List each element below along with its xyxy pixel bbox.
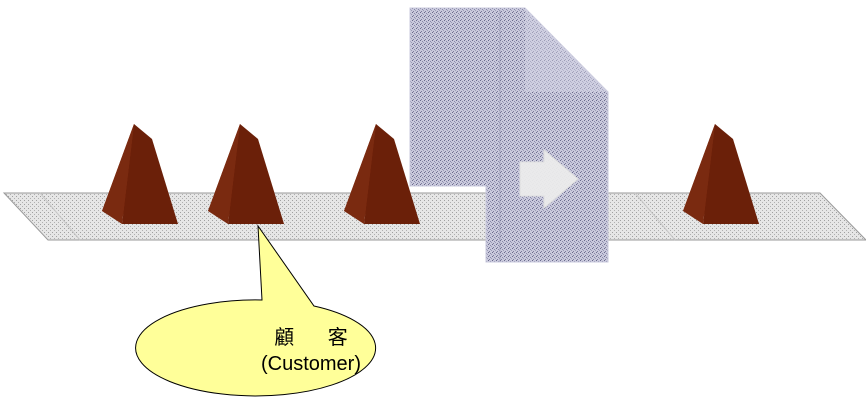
customer-callout (135, 224, 377, 397)
callout-english-text: (Customer) (260, 353, 361, 375)
pyramid-icon (208, 124, 284, 224)
pyramid-icon (102, 124, 178, 224)
callout-label: 顧 客 (Customer) (186, 325, 436, 377)
process-block (409, 7, 609, 263)
arrow-right-icon (519, 148, 579, 210)
pyramid-icon (683, 124, 759, 224)
callout-chinese-text: 顧 客 (274, 327, 362, 349)
pyramid-icon (344, 124, 420, 224)
